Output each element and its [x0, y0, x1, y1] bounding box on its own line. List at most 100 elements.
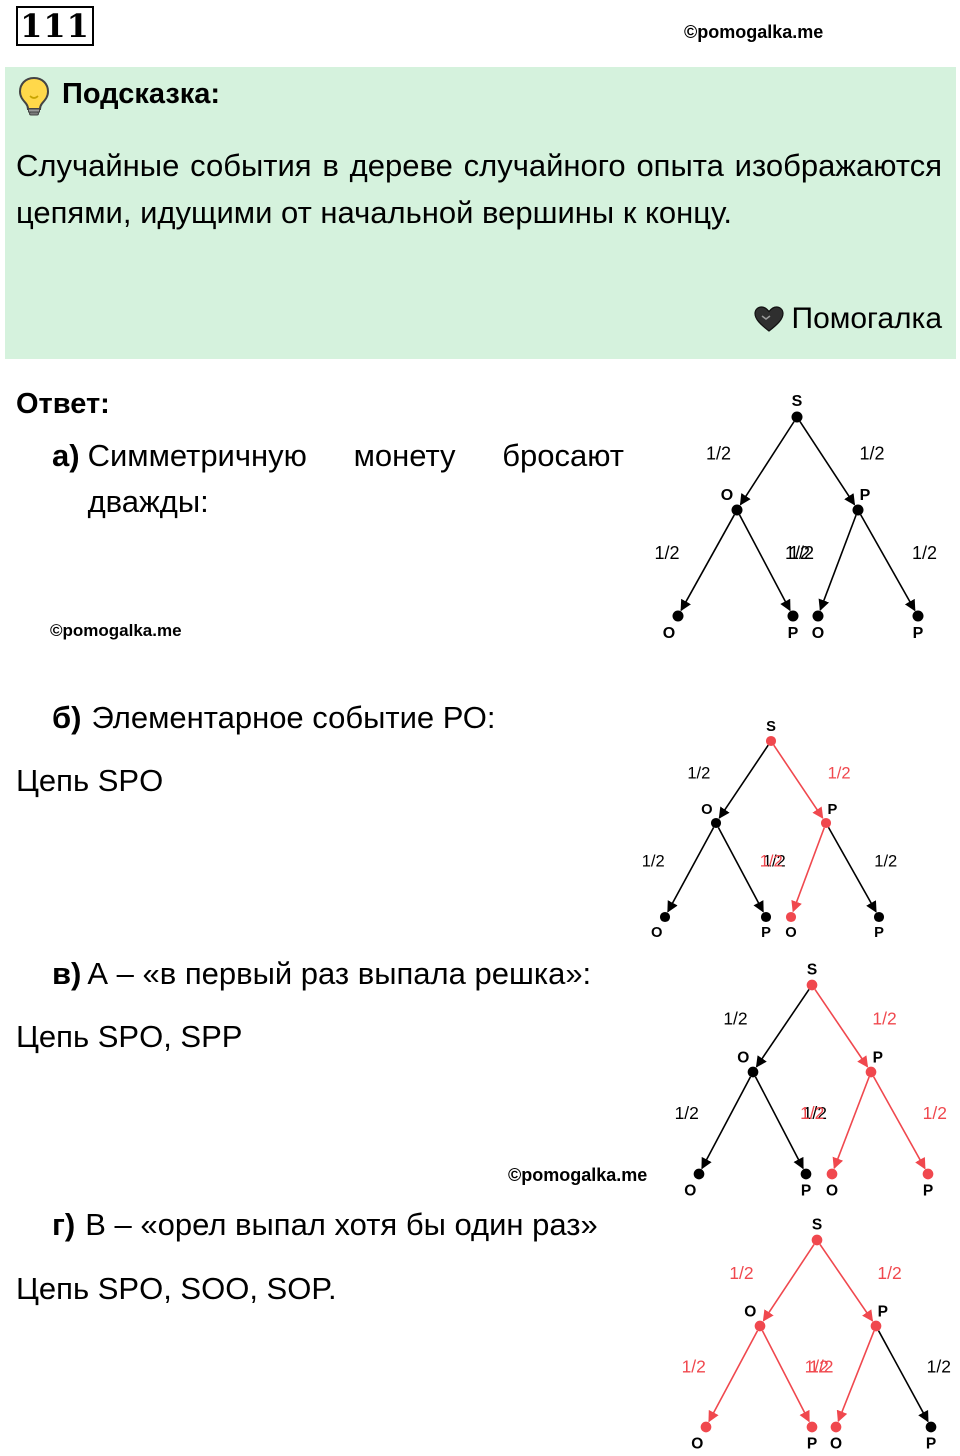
tree-prob-root_left: 1/2	[706, 444, 731, 464]
tree-label-right: P	[860, 487, 871, 504]
watermark-bottom: ©pomogalka.me	[508, 1165, 648, 1185]
tree-edge-left_left	[667, 827, 715, 913]
tree-label-rl: O	[812, 625, 824, 642]
hint-title: Подсказка:	[62, 78, 221, 110]
tree-edge-left_left	[701, 1076, 752, 1170]
tree-edge-left_right	[754, 1076, 804, 1170]
tree-prob-left_left: 1/2	[654, 543, 679, 563]
tree-edge-right_left	[832, 1076, 870, 1170]
tree-node-rr	[873, 911, 885, 923]
item-text: Элементарное событие РО:	[91, 700, 496, 735]
tree-prob-left_right: 1/2	[763, 851, 786, 870]
task-number: 111	[16, 6, 94, 46]
answer-item-b: б) Элементарное событие РО:	[52, 700, 496, 736]
tree-label-right: P	[828, 802, 838, 818]
tree-label-rl: O	[830, 1435, 842, 1452]
tree-node-left	[710, 817, 722, 829]
tree-node-right	[870, 1320, 882, 1332]
tree-node-root	[806, 979, 818, 991]
item-letter: б)	[52, 700, 82, 735]
hint-box	[5, 67, 956, 359]
tree-prob-left_right: 1/2	[803, 1103, 827, 1123]
tree-label-rr: P	[913, 625, 924, 642]
tree-edge-root_left	[739, 421, 795, 506]
tree-node-root	[765, 735, 777, 747]
tree-node-rr	[925, 1421, 937, 1433]
tree-prob-root_right: 1/2	[877, 1263, 901, 1283]
tree-prob-right_right: 1/2	[927, 1357, 951, 1377]
tree-prob-right_left: 1/2	[800, 1103, 824, 1123]
tree-edge-root_right	[819, 1243, 874, 1322]
tree-prob-left_left: 1/2	[675, 1103, 699, 1123]
tree-label-rr: P	[874, 925, 884, 941]
tree-prob-right_right: 1/2	[874, 851, 897, 870]
tree-label-rr: P	[926, 1435, 936, 1452]
tree-node-ll	[693, 1168, 705, 1180]
tree-node-root	[811, 1234, 823, 1246]
tree-prob-root_left: 1/2	[729, 1263, 753, 1283]
tree-label-right: P	[878, 1303, 888, 1320]
tree-node-lr	[800, 1168, 812, 1180]
item-text: В – «орел выпал хотя бы один раз»	[85, 1207, 598, 1242]
tree-edge-right_right	[877, 1330, 929, 1423]
tree-node-right	[820, 817, 832, 829]
tree-node-rr	[912, 610, 924, 622]
tree-edge-right_right	[860, 514, 916, 612]
tree-label-rl: O	[826, 1182, 838, 1199]
tree-label-left: O	[701, 802, 712, 818]
tree-node-lr	[787, 610, 799, 622]
tree-prob-right_left: 1/2	[760, 851, 783, 870]
hint-text: Случайные события в дереве случайного оп…	[16, 148, 942, 230]
tree-label-ll: O	[663, 625, 675, 642]
tree-edge-left_right	[717, 827, 764, 913]
tree-label-ll: O	[651, 925, 662, 941]
tree-label-left: O	[721, 487, 733, 504]
tree-node-rl	[785, 911, 797, 923]
tree-node-left	[731, 504, 743, 516]
answer-item-d: г) В – «орел выпал хотя бы один раз»	[52, 1207, 598, 1243]
tree-node-rr	[922, 1168, 934, 1180]
tree-prob-right_right: 1/2	[912, 543, 937, 563]
tree-edge-right_right	[872, 1076, 926, 1170]
tree-edge-right_right	[827, 827, 877, 913]
tree-edge-root_left	[755, 988, 810, 1068]
tree-node-left	[747, 1066, 759, 1078]
tree-edge-right_left	[791, 827, 825, 913]
tree-label-root: S	[792, 393, 803, 410]
tree-edge-right_left	[818, 514, 857, 611]
tree-edge-left_left	[708, 1330, 759, 1423]
tree-label-left: O	[737, 1049, 749, 1066]
tree-label-left: O	[744, 1303, 756, 1320]
item-text: А – «в первый раз выпала решка»:	[87, 956, 592, 991]
tree-node-ll	[700, 1421, 712, 1433]
tree-label-root: S	[807, 961, 817, 978]
tree-label-ll: O	[684, 1182, 696, 1199]
tree-prob-left_left: 1/2	[682, 1357, 706, 1377]
tree-label-ll: O	[691, 1435, 703, 1452]
tree-prob-right_right: 1/2	[923, 1103, 947, 1123]
tree-prob-root_left: 1/2	[687, 763, 710, 782]
tree-edge-root_left	[762, 1244, 815, 1322]
tree-node-right	[852, 504, 864, 516]
tree-node-ll	[659, 911, 671, 923]
tree-label-lr: P	[788, 625, 799, 642]
answer-item-c: в)А – «в первый раз выпала решка»:	[52, 956, 591, 992]
tree-node-left	[754, 1320, 766, 1332]
watermark-mid: ©pomogalka.me	[50, 621, 182, 640]
item-letter: г)	[52, 1207, 76, 1242]
tree-prob-root_right: 1/2	[828, 763, 851, 782]
lightbulb-icon	[18, 76, 50, 116]
chain-c: Цепь SPO, SPP	[16, 1019, 243, 1054]
tree-node-rl	[830, 1421, 842, 1433]
tree-label-lr: P	[807, 1435, 817, 1452]
chain-d: Цепь SPO, SOO, SOP.	[16, 1271, 337, 1306]
tree-prob-root_left: 1/2	[723, 1009, 747, 1029]
tree-prob-root_right: 1/2	[860, 444, 885, 464]
tree-node-lr	[760, 911, 772, 923]
signature: Помогалка	[753, 302, 942, 336]
tree-node-root	[791, 411, 803, 423]
